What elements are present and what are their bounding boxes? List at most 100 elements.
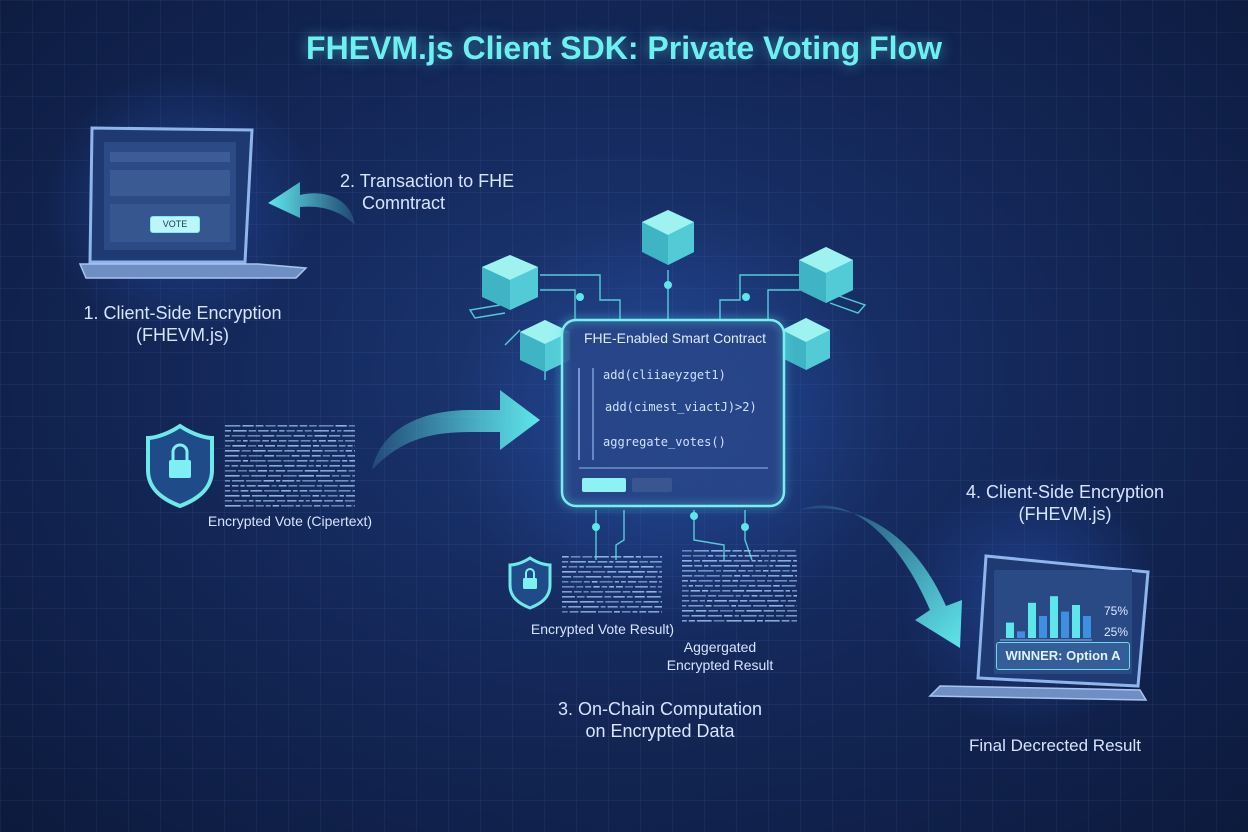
ciphertext-line [276,435,292,437]
ciphertext-line [324,490,337,492]
ciphertext-line [591,581,598,583]
ciphertext-line [785,595,792,597]
result-bar [1061,611,1069,638]
step1-label: 1. Client-Side Encryption (FHEVM.js) [80,302,285,346]
ciphertext-line [648,611,660,613]
ciphertext-line [766,580,773,582]
ciphertext-line [781,585,796,587]
ciphertext-line [300,495,311,497]
ciphertext-line [789,580,797,582]
ciphertext-line [579,566,584,568]
ciphertext-line [272,505,280,507]
ciphertext-line [562,586,575,588]
ciphertext-line [236,440,242,442]
encrypted-vote-result-label: Encrypted Vote Result) [530,621,675,637]
ciphertext-line [268,475,282,477]
ciphertext-line [735,610,745,612]
ciphertext-line [791,570,797,572]
ciphertext-line [773,585,780,587]
ciphertext-line [262,440,269,442]
ciphertext-line [298,500,304,502]
shield-lock-icon [146,423,214,509]
ciphertext-line [793,560,797,562]
ciphertext-line [315,465,321,467]
ciphertext-line [743,620,755,622]
ciphertext-line [278,485,287,487]
ciphertext-line [710,565,722,567]
ciphertext-line [225,505,241,507]
ciphertext-line [240,465,254,467]
ciphertext-line [762,570,769,572]
ciphertext-line [249,440,261,442]
result-bar [1006,622,1014,638]
ciphertext-line [269,465,283,467]
ciphertext-line [607,606,618,608]
ciphertext-line [344,500,355,502]
ciphertext-line [704,565,709,567]
step2-line1: 2. Transaction to FHE [340,171,515,191]
ciphertext-line [252,450,266,452]
ciphertext-line [782,570,790,572]
ciphertext-line [603,566,613,568]
ciphertext-line [318,425,334,427]
encrypted-vote-label: Encrypted Vote (Cipertext) [207,513,373,529]
step2-label: 2. Transaction to FHE Comntract [340,170,530,214]
blockchain-cube-icon [782,318,830,370]
ciphertext-line [682,590,689,592]
ciphertext-line [316,485,323,487]
step4-line1: 4. Client-Side Encryption [965,482,1165,502]
ciphertext-line [642,556,659,558]
ciphertext-line [302,505,312,507]
ciphertext-line [282,480,295,482]
ciphertext-line [614,611,620,613]
ciphertext-line [562,556,569,558]
ciphertext-line [634,596,645,598]
ciphertext-line [562,566,567,568]
ciphertext-line [682,580,688,582]
ciphertext-line [576,586,584,588]
ciphertext-line [682,610,694,612]
ciphertext-line [562,581,569,583]
ciphertext-line [620,601,634,603]
ciphertext-line [774,595,784,597]
ciphertext-line [792,565,797,567]
ciphertext-line [756,580,765,582]
ciphertext-line [345,440,355,442]
ciphertext-line [582,556,593,558]
ciphertext-line [738,570,746,572]
ciphertext-line [342,460,348,462]
transaction-arrow [268,182,355,225]
ciphertext-line [568,566,578,568]
ciphertext-line [755,565,768,567]
ciphertext-line [309,490,323,492]
ciphertext-line [657,586,662,588]
ciphertext-line [336,470,347,472]
step4-label: 4. Client-Side Encryption (FHEVM.js) [950,481,1180,525]
ciphertext-line [715,570,722,572]
ciphertext-line [312,440,317,442]
ciphertext-line [702,560,718,562]
ciphertext-line [605,591,621,593]
ciphertext-line [322,465,328,467]
ciphertext-line [722,590,731,592]
ciphertext-line [321,445,337,447]
result-arrow [800,505,962,648]
ciphertext-line [682,560,692,562]
ciphertext-line [292,490,298,492]
vote-button[interactable]: VOTE [150,216,200,233]
ciphertext-line [635,586,648,588]
ciphertext-line [327,495,338,497]
ciphertext-line [324,500,334,502]
ciphertext-line [231,485,239,487]
ciphertext-line [341,475,351,477]
ciphertext-line [767,600,779,602]
ciphertext-line [795,575,797,577]
ciphertext-line [682,615,690,617]
ciphertext-line [748,585,756,587]
ciphertext-line [255,500,262,502]
ciphertext-line [787,610,797,612]
ciphertext-line [255,465,268,467]
result-bar-chart [1006,596,1091,638]
ciphertext-line [752,550,765,552]
ciphertext-line [316,460,329,462]
